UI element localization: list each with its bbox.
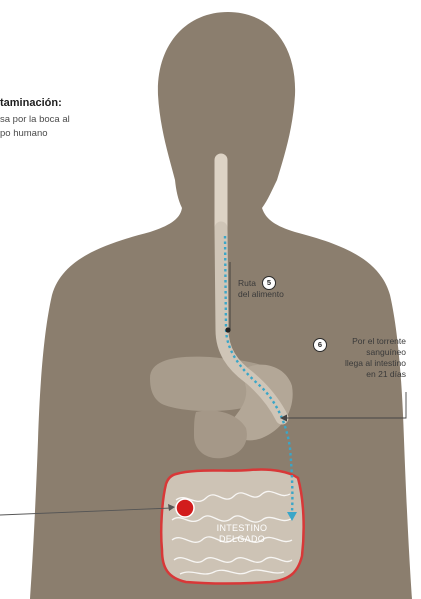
caption-line-2: po humano: [0, 128, 48, 139]
torrente-label-line-4: en 21 días: [324, 369, 406, 380]
caption-title: taminación:: [0, 97, 62, 109]
intestino-label-line-2: DELGADO: [193, 534, 291, 545]
torrente-label-line-2: sanguíneo: [324, 347, 406, 358]
contamination-dot: [176, 499, 194, 517]
ruta-label-line-2: del alimento: [238, 289, 284, 300]
intestino-label-line-1: INTESTINO: [193, 523, 291, 534]
caption-line-1: sa por la boca al: [0, 114, 70, 125]
torrente-label-line-3: llega al intestino: [324, 358, 406, 369]
ruta-pointer-dot: [225, 327, 230, 332]
torrente-label-line-1: Por el torrente: [324, 336, 406, 347]
step-5-badge: 5: [262, 276, 276, 290]
intestino-label: INTESTINO DELGADO: [193, 523, 291, 545]
ruta-label-line-1: Ruta: [238, 278, 284, 289]
ruta-label: Ruta del alimento: [238, 278, 284, 300]
torrente-label: Por el torrente sanguíneo llega al intes…: [324, 336, 406, 380]
